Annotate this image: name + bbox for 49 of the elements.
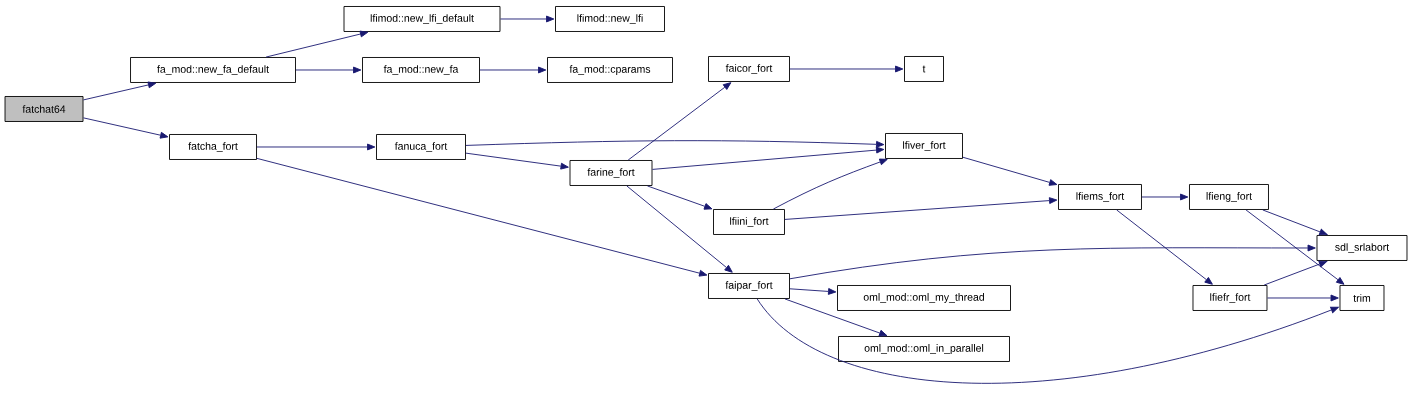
arrow	[652, 146, 885, 170]
arrow	[784, 298, 888, 337]
arrow	[465, 152, 569, 170]
arrow	[1263, 260, 1328, 286]
function-box: lfiini_fort	[713, 209, 785, 235]
function-box: lfieng_fort	[1189, 184, 1269, 210]
function-box: trim	[1339, 285, 1385, 311]
arrow	[627, 82, 732, 161]
function-box: lfimod::new_lfi	[555, 6, 665, 32]
arrow	[83, 117, 169, 139]
arrow	[789, 288, 837, 295]
function-box: lfimod::new_lfi_default	[343, 6, 501, 32]
function-box: oml_mod::oml_in_parallel	[838, 336, 1010, 362]
function-box: lfiems_fort	[1058, 184, 1142, 210]
arrow	[962, 156, 1058, 186]
function-box: fa_mod::cparams	[547, 57, 673, 83]
arrow	[1116, 209, 1213, 285]
function-box: fanuca_fort	[376, 134, 466, 160]
arrow	[465, 140, 885, 148]
function-box: lfiefr_fort	[1192, 285, 1268, 311]
arrow	[256, 143, 376, 151]
arrow	[1267, 294, 1339, 302]
arrow	[1262, 209, 1328, 236]
arrow	[772, 158, 888, 210]
function-box: fa_mod::new_fa_default	[130, 57, 296, 83]
arrow	[479, 66, 547, 74]
function-box: lfiver_fort	[885, 133, 963, 159]
function-box: sdl_srlabort	[1316, 235, 1408, 261]
arrow	[500, 15, 555, 23]
arrow	[1141, 193, 1189, 201]
arrow	[756, 298, 1339, 384]
function-box: fatchat64	[4, 96, 84, 122]
arrow	[647, 185, 713, 210]
arrow	[83, 81, 157, 101]
function-box: farine_fort	[569, 160, 653, 186]
arrow	[789, 244, 1316, 280]
function-box: fa_mod::new_fa	[362, 57, 480, 83]
arrow	[1245, 209, 1345, 285]
arrow	[789, 65, 904, 73]
arrow	[626, 185, 733, 273]
function-box: t	[904, 56, 944, 82]
arrow	[295, 66, 362, 74]
arrow	[265, 30, 369, 58]
function-box: oml_mod::oml_my_thread	[837, 285, 1011, 311]
function-box: faicor_fort	[708, 56, 790, 82]
arrow	[256, 157, 708, 277]
function-box: faipar_fort	[708, 273, 790, 299]
function-box: fatcha_fort	[169, 134, 257, 160]
arrow	[784, 197, 1058, 220]
